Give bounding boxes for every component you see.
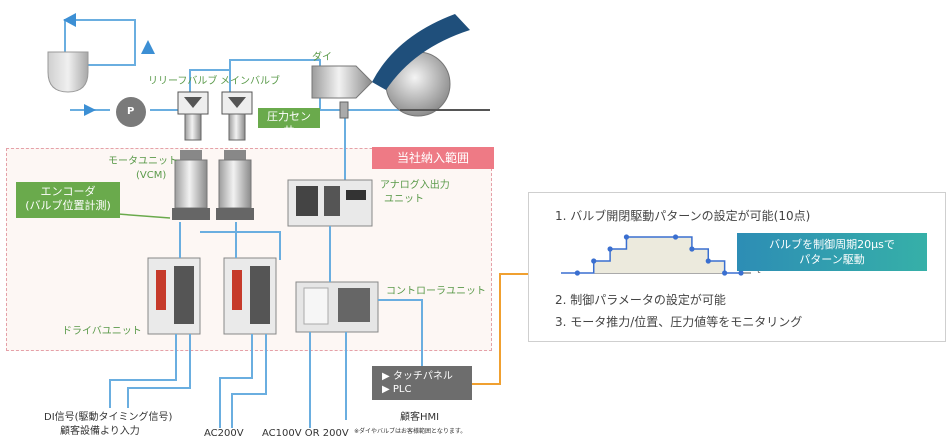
feature-panel: 1. バルブ開閉駆動パターンの設定が可能(10点) t バルブを制御周期20μs…	[528, 192, 946, 342]
customer-hmi-label: 顧客HMI	[400, 412, 440, 423]
pattern-point	[705, 258, 711, 264]
pattern-point	[689, 246, 695, 252]
delivery-scope-tag: 当社納入範囲	[372, 147, 494, 169]
pattern-point	[722, 270, 728, 276]
encoder-label-box: エンコーダ (バルブ位置計測)	[16, 182, 120, 218]
motor-unit-2-icon	[216, 150, 254, 220]
controller-unit-label: コントローラユニット	[386, 286, 486, 297]
encoder-label: エンコーダ	[40, 185, 96, 198]
signal-wires	[109, 222, 423, 428]
pump-icon	[116, 97, 146, 127]
tank-icon	[47, 51, 89, 93]
driver-unit-1-icon	[147, 257, 201, 335]
analog-io-unit-icon	[287, 179, 373, 227]
relief-valve-label: リリーフバルブ	[148, 76, 218, 87]
main-valve-icon	[221, 91, 253, 141]
analog-io-label-2: ユニット	[384, 194, 424, 205]
plc-label: ▶ PLC	[382, 384, 412, 395]
flow-arrows	[63, 13, 155, 116]
pressure-sensor-label: 圧力センサ	[258, 108, 320, 137]
feature-item-2: 2. 制御パラメータの設定が可能	[555, 293, 726, 307]
motor-unit-1-icon	[172, 150, 210, 220]
feature-item-1: 1. バルブ開閉駆動パターンの設定が可能(10点)	[555, 209, 811, 223]
ac200-label: AC200V	[204, 428, 244, 439]
encoder-sub-label: (バルブ位置計測)	[25, 199, 111, 212]
pattern-point	[607, 246, 613, 252]
pattern-point	[574, 270, 580, 276]
die-icon	[311, 65, 373, 119]
pattern-area	[561, 237, 741, 273]
controller-unit-icon	[295, 281, 379, 333]
di-signal-label-2: 顧客設備より入力	[60, 426, 140, 437]
di-signal-label-1: DI信号(駆動タイミング信号)	[44, 412, 173, 423]
hmi-box: ▶ タッチパネル ▶ PLC	[372, 366, 472, 400]
pattern-point	[672, 234, 679, 240]
pattern-point	[738, 270, 744, 276]
pattern-point	[623, 234, 630, 240]
ac100-200-label: AC100V OR 200V	[262, 428, 349, 439]
main-valve-label: メインバルブ	[220, 76, 280, 87]
feature-item-3: 3. モータ推力/位置、圧力値等をモニタリング	[555, 315, 803, 329]
highlight-line-1: バルブを制御周期20μsで	[769, 238, 895, 251]
panel-connector	[472, 273, 528, 385]
roll-icon	[372, 14, 490, 117]
highlight-box: バルブを制御周期20μsで パターン駆動	[737, 233, 927, 271]
driver-unit-2-icon	[223, 257, 277, 335]
pattern-point	[591, 258, 597, 264]
pump-label: P	[127, 106, 135, 117]
axis-t-label: t	[757, 266, 761, 276]
note-label: ※ダイやバルブはお客様範囲となります。	[354, 428, 467, 435]
die-label: ダイ	[312, 52, 332, 63]
analog-io-label-1: アナログ入出力	[380, 180, 450, 191]
vcm-label: (VCM)	[136, 170, 167, 181]
touch-panel-label: ▶ タッチパネル	[382, 371, 453, 382]
relief-valve-icon	[177, 91, 209, 141]
pattern-chart	[561, 234, 751, 276]
highlight-line-2: パターン駆動	[799, 253, 865, 266]
motor-unit-label: モータユニット	[108, 156, 178, 167]
driver-unit-label: ドライバユニット	[62, 326, 142, 337]
